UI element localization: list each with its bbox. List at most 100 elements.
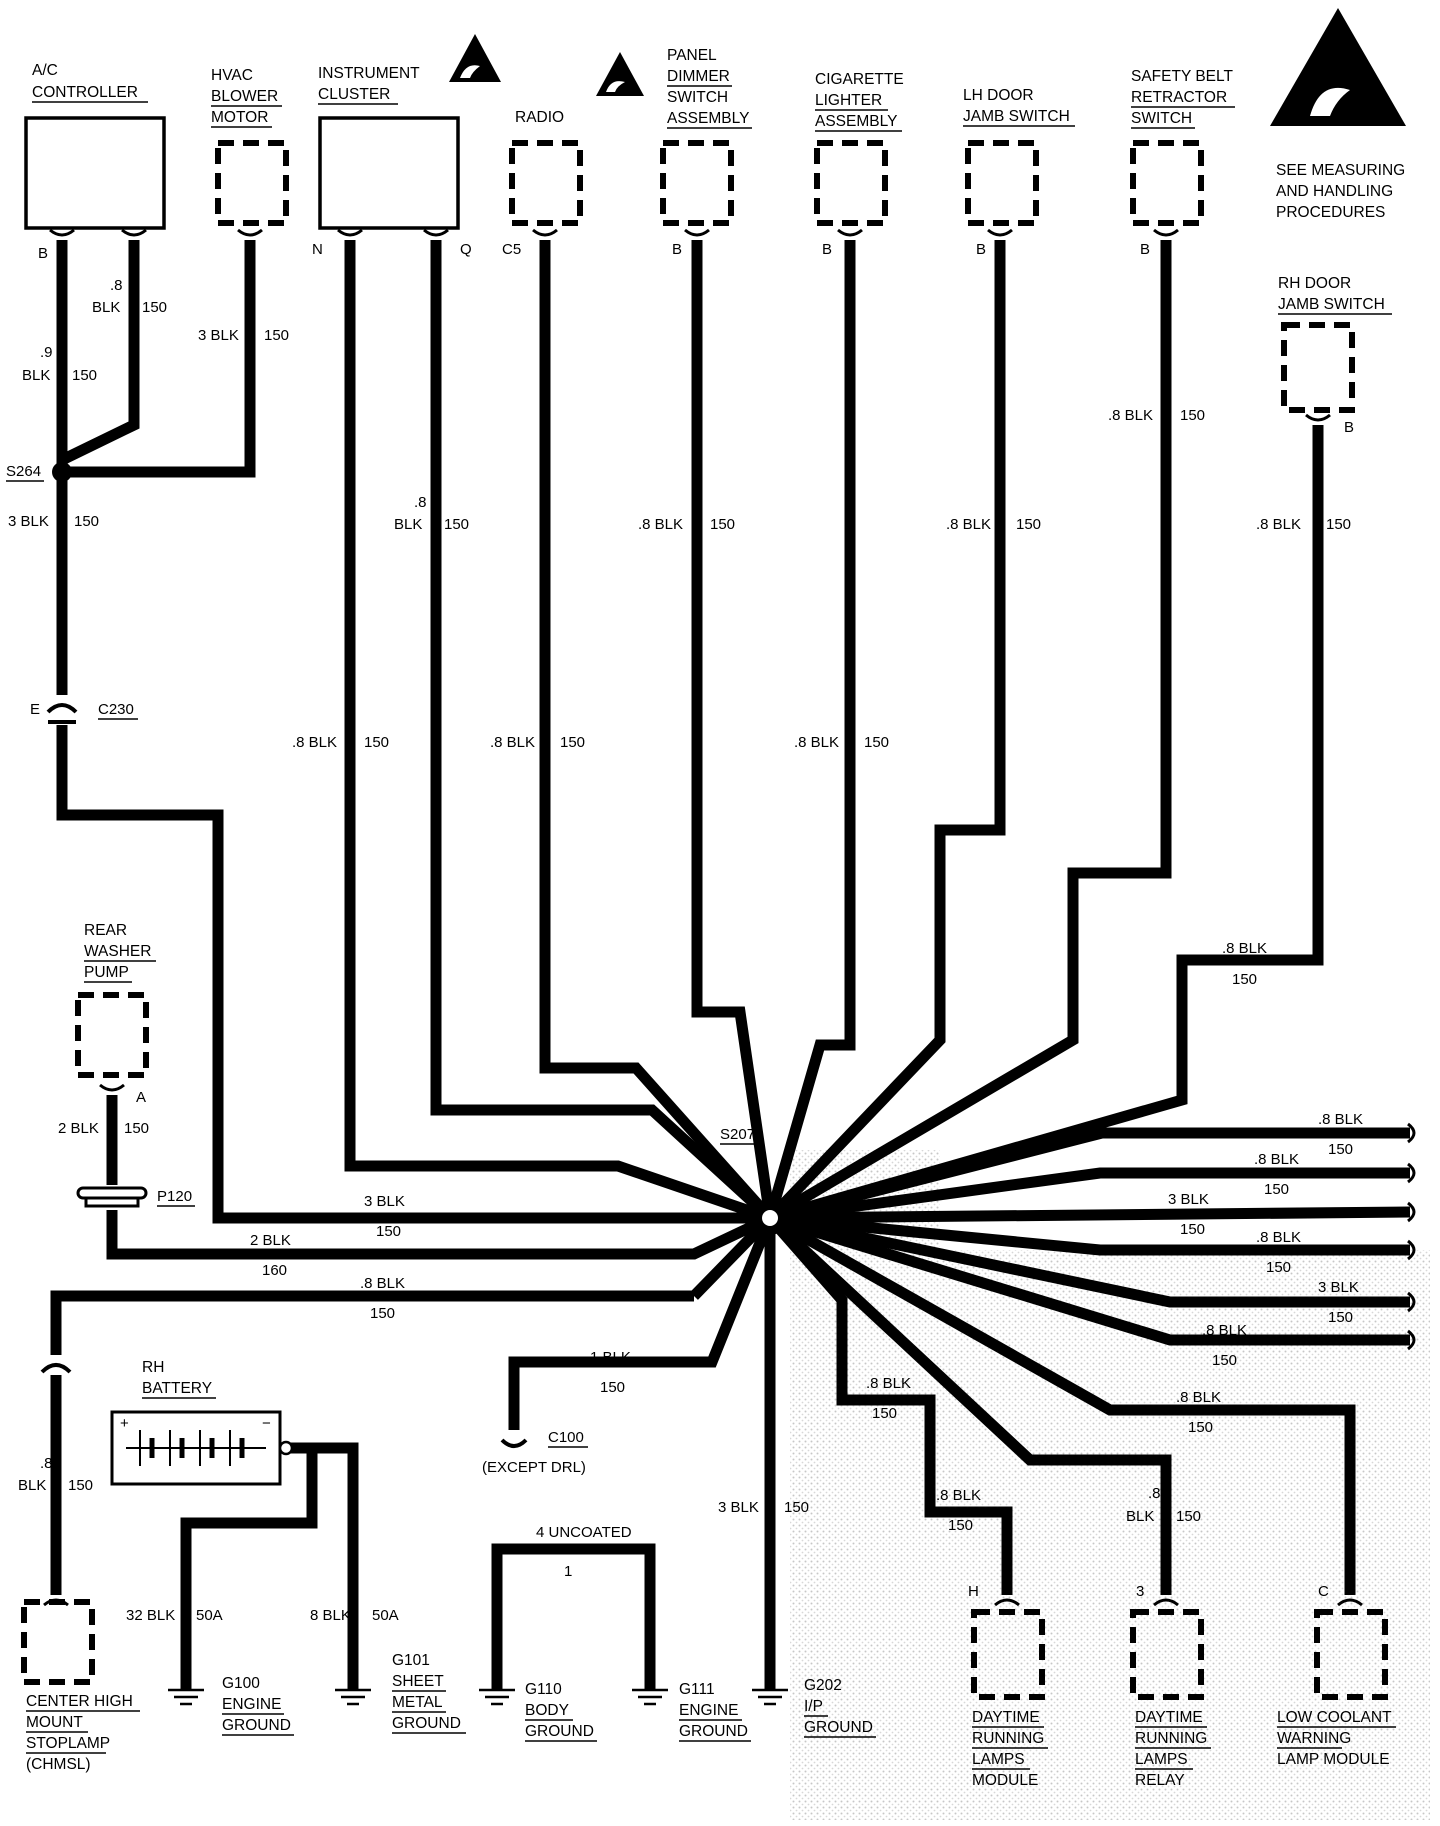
c100-label: C100 [548, 1429, 584, 1446]
component-boxes: + − [21, 116, 1388, 1700]
chmsl-title: CENTER HIGH [26, 1693, 133, 1710]
wire-callout: .8 BLK [292, 734, 337, 751]
belt-title: RETRACTOR [1131, 89, 1227, 106]
chmsl-title: STOPLAMP [26, 1735, 110, 1752]
wire-callout: 150 [1180, 1221, 1205, 1238]
safety-belt-box [1130, 140, 1204, 226]
cluster-title: CLUSTER [318, 86, 390, 103]
wire-callout: 3 BLK [1168, 1191, 1209, 1208]
instrument-cluster-box [318, 116, 460, 230]
wire-callout: BLK [18, 1477, 46, 1494]
hvac-title: HVAC [211, 67, 253, 84]
dimmer-title: PANEL [667, 47, 717, 64]
drl-module-title: LAMPS [972, 1751, 1025, 1768]
lighter-title: CIGARETTE [815, 71, 904, 88]
wires [50, 240, 1411, 1690]
wire-callout: .8 BLK [1256, 516, 1301, 533]
wire-callout: 3 BLK [8, 513, 49, 530]
rh-door-title: JAMB SWITCH [1278, 296, 1385, 313]
drl-relay-title: LAMPS [1135, 1751, 1188, 1768]
wire-callout: .8 [414, 494, 427, 511]
pin-label: N [312, 241, 323, 258]
belt-title: SWITCH [1131, 110, 1192, 127]
wire-callout: .8 BLK [638, 516, 683, 533]
wire-callout: METAL [392, 1694, 443, 1711]
coolant-title: LAMP MODULE [1277, 1751, 1390, 1768]
pin-label: E [30, 701, 40, 718]
battery-title: RH [142, 1359, 164, 1376]
chmsl-box [21, 1599, 95, 1685]
pin-label: H [968, 1583, 979, 1600]
cluster-title: INSTRUMENT [318, 65, 420, 82]
g110-label: G110 [525, 1681, 562, 1698]
s207-label: S207 [720, 1126, 755, 1143]
wire-callout: .8 [1148, 1485, 1161, 1502]
wire-callout: .8 BLK [866, 1375, 911, 1392]
drl-module-title: RUNNING [972, 1730, 1044, 1747]
wire-callout: .8 BLK [1256, 1229, 1301, 1246]
wire-callout: BLK [92, 299, 120, 316]
wire-callout: 8 BLK [310, 1607, 351, 1624]
g111-label: G111 [679, 1681, 715, 1698]
wire-callout: BLK [394, 516, 422, 533]
wire-callout: 150 [1264, 1181, 1289, 1198]
wire-callout: .8 BLK [794, 734, 839, 751]
low-coolant-box [1314, 1609, 1388, 1700]
pin-label: C5 [502, 241, 521, 258]
pin-label: B [1140, 241, 1150, 258]
pin-label: Q [460, 241, 472, 258]
g100-label: G100 [222, 1675, 260, 1692]
wire-callout: BODY [525, 1702, 569, 1719]
wire-callout: 4 UNCOATED [536, 1524, 632, 1541]
drl-relay-box [1130, 1609, 1204, 1700]
wire-callout: 150 [444, 516, 469, 533]
wire-callout: 150 [264, 327, 289, 344]
wire-callout: 2 BLK [250, 1232, 291, 1249]
pin-label: 3 [1136, 1583, 1144, 1600]
hvac-title: MOTOR [211, 109, 268, 126]
wire-callout: ENGINE [222, 1696, 281, 1713]
wire-callout: 50A [196, 1607, 223, 1624]
svg-text:+: + [120, 1415, 129, 1432]
wire-callout: 150 [948, 1517, 973, 1534]
connector-terminals [40, 228, 1416, 1607]
wire-callout: SHEET [392, 1673, 444, 1690]
wire-callout: 150 [72, 367, 97, 384]
rh-door-box [1281, 322, 1355, 413]
pin-label: C [1318, 1583, 1329, 1600]
drl-module-title: MODULE [972, 1772, 1038, 1789]
wire-callout: .8 [110, 277, 123, 294]
wire-callout: .8 BLK [490, 734, 535, 751]
wire-callout: 150 [864, 734, 889, 751]
wire-callout: 150 [1266, 1259, 1291, 1276]
c230-label: C230 [98, 701, 134, 718]
warning-line3: PROCEDURES [1276, 204, 1385, 221]
wire-callout: GROUND [222, 1717, 291, 1734]
coolant-title: LOW COOLANT [1277, 1709, 1392, 1726]
wire-callout: GROUND [392, 1715, 461, 1732]
g101-label: G101 [392, 1652, 430, 1669]
wire-callout: 32 BLK [126, 1607, 175, 1624]
pin-label: B [38, 245, 48, 262]
radio-title: RADIO [515, 109, 564, 126]
wire-callout: .8 BLK [1108, 407, 1153, 424]
labels: SEE MEASURING AND HANDLING PROCEDURES A/… [6, 47, 1405, 1789]
wire-callout: 3 BLK [198, 327, 239, 344]
wire-callout: BLK [1126, 1508, 1154, 1525]
dimmer-title: ASSEMBLY [667, 110, 749, 127]
wire-callout: 50A [372, 1607, 399, 1624]
pin-label: B [976, 241, 986, 258]
drl-relay-title: DAYTIME [1135, 1709, 1203, 1726]
pin-label: 1 [564, 1563, 572, 1580]
wire-callout: .8 BLK [1202, 1322, 1247, 1339]
battery-title: BATTERY [142, 1380, 212, 1397]
wire-callout: .8 BLK [1222, 940, 1267, 957]
p120-label: P120 [157, 1188, 192, 1205]
wire-callout: 150 [1328, 1141, 1353, 1158]
warning-line1: SEE MEASURING [1276, 162, 1405, 179]
pin-label: B [672, 241, 682, 258]
wire-callout: .8 BLK [1176, 1389, 1221, 1406]
wire-callout: 1 BLK [590, 1349, 631, 1366]
